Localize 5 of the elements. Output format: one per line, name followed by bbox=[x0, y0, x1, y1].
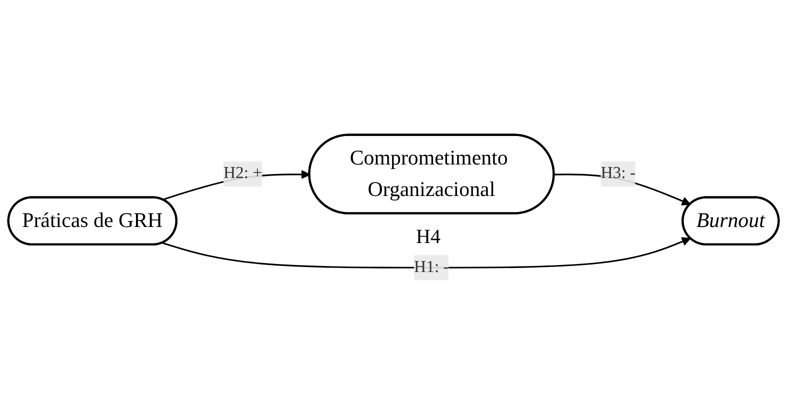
edge-label: H1: - bbox=[414, 258, 449, 276]
hypothesis-label: H4 bbox=[416, 226, 440, 249]
arrow bbox=[162, 237, 691, 268]
edge-label: H2: + bbox=[223, 164, 262, 182]
edge-label: H3: - bbox=[600, 164, 636, 182]
